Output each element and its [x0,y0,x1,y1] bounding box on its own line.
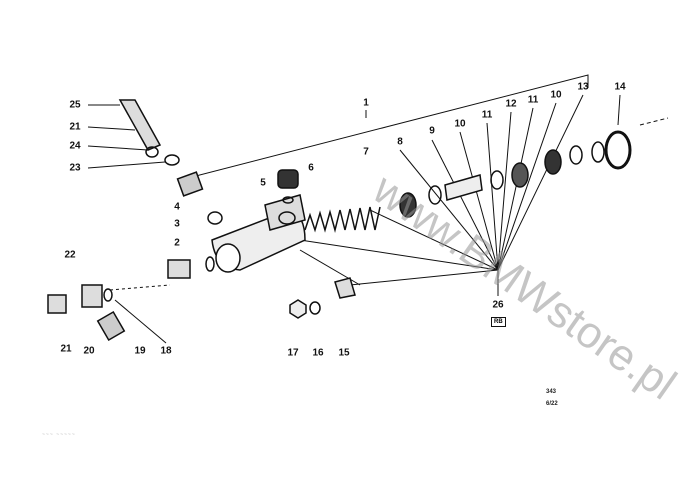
callout-11b: 11 [481,109,493,121]
fittings [47,99,356,342]
callout-13: 13 [577,81,589,93]
callout-5: 5 [260,177,266,189]
callout-22: 22 [64,249,76,261]
callout-10: 10 [550,89,562,101]
leader-lines [87,74,669,344]
callout-19: 19 [134,345,146,357]
callout-23: 23 [69,162,81,174]
callout-16: 16 [312,347,324,359]
callout-26: 26 [492,299,504,311]
callout-20: 20 [83,345,95,357]
spring-7 [304,206,381,233]
callout-15: 15 [338,347,350,359]
callout-8: 8 [397,136,403,148]
callout-25: 25 [69,99,81,111]
page-code: 343 [546,389,557,395]
callout-14: 14 [614,81,626,93]
callout-fan-26 [299,94,584,286]
callout-3: 3 [174,218,180,230]
faint-text: ~~~ ~~~~~ [42,432,76,438]
callout-18: 18 [160,345,172,357]
callout-11: 11 [527,94,539,106]
rb-badge: RB [491,317,506,327]
date-code: 6/22 [546,401,558,407]
seals-and-rings [399,130,632,218]
callout-21: 21 [69,121,81,133]
callout-2: 2 [174,237,180,249]
callout-1: 1 [363,97,369,109]
callout-17: 17 [287,347,299,359]
callout-24: 24 [69,140,81,152]
master-cylinder [211,194,306,273]
callout-9: 9 [429,125,435,137]
callout-4: 4 [174,201,180,213]
callout-6: 6 [308,162,314,174]
callout-21b: 21 [60,343,72,355]
callout-12: 12 [505,98,517,110]
callout-10b: 10 [454,118,466,130]
callout-7: 7 [363,146,369,158]
